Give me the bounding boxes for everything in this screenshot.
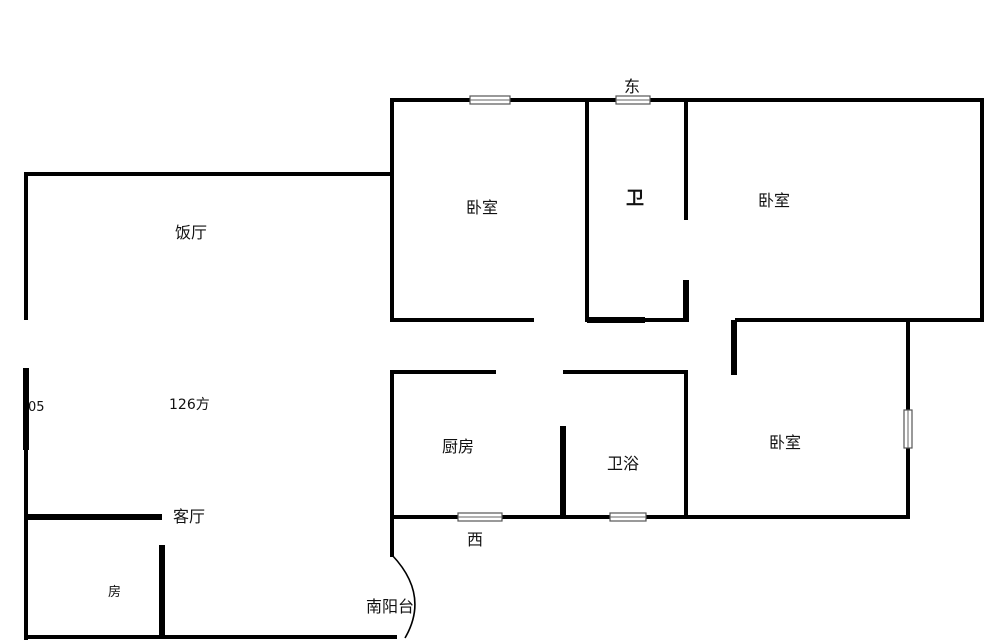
- bathroom-label: 卫浴: [607, 454, 640, 473]
- dining-room-label: 饭厅: [175, 223, 208, 242]
- bedroom-top-left-label: 卧室: [466, 198, 499, 217]
- window-kitchen-west: [457, 512, 503, 522]
- walls-top-block: [390, 98, 984, 375]
- balcony-arc: [391, 554, 416, 639]
- direction-west-label: 西: [467, 530, 484, 549]
- window-top-east: [615, 95, 651, 105]
- window-bedroom-right: [903, 409, 913, 449]
- walls-left-block: [23, 172, 397, 640]
- bedroom-top-right-label: 卧室: [758, 191, 791, 210]
- south-balcony-label: 南阳台: [366, 597, 415, 616]
- direction-east-label: 东: [624, 77, 641, 96]
- window-top-left: [469, 95, 511, 105]
- wc-top-label: 卫: [626, 188, 644, 209]
- bedroom-right-label: 卧室: [769, 433, 802, 452]
- kitchen-label: 厨房: [442, 437, 475, 456]
- left-edge-text: 05: [28, 400, 45, 415]
- area-label: 126方: [169, 397, 210, 413]
- small-room-label: 房: [108, 585, 122, 600]
- window-bath: [609, 512, 647, 522]
- living-room-label: 客厅: [173, 507, 206, 526]
- windows: [457, 95, 913, 522]
